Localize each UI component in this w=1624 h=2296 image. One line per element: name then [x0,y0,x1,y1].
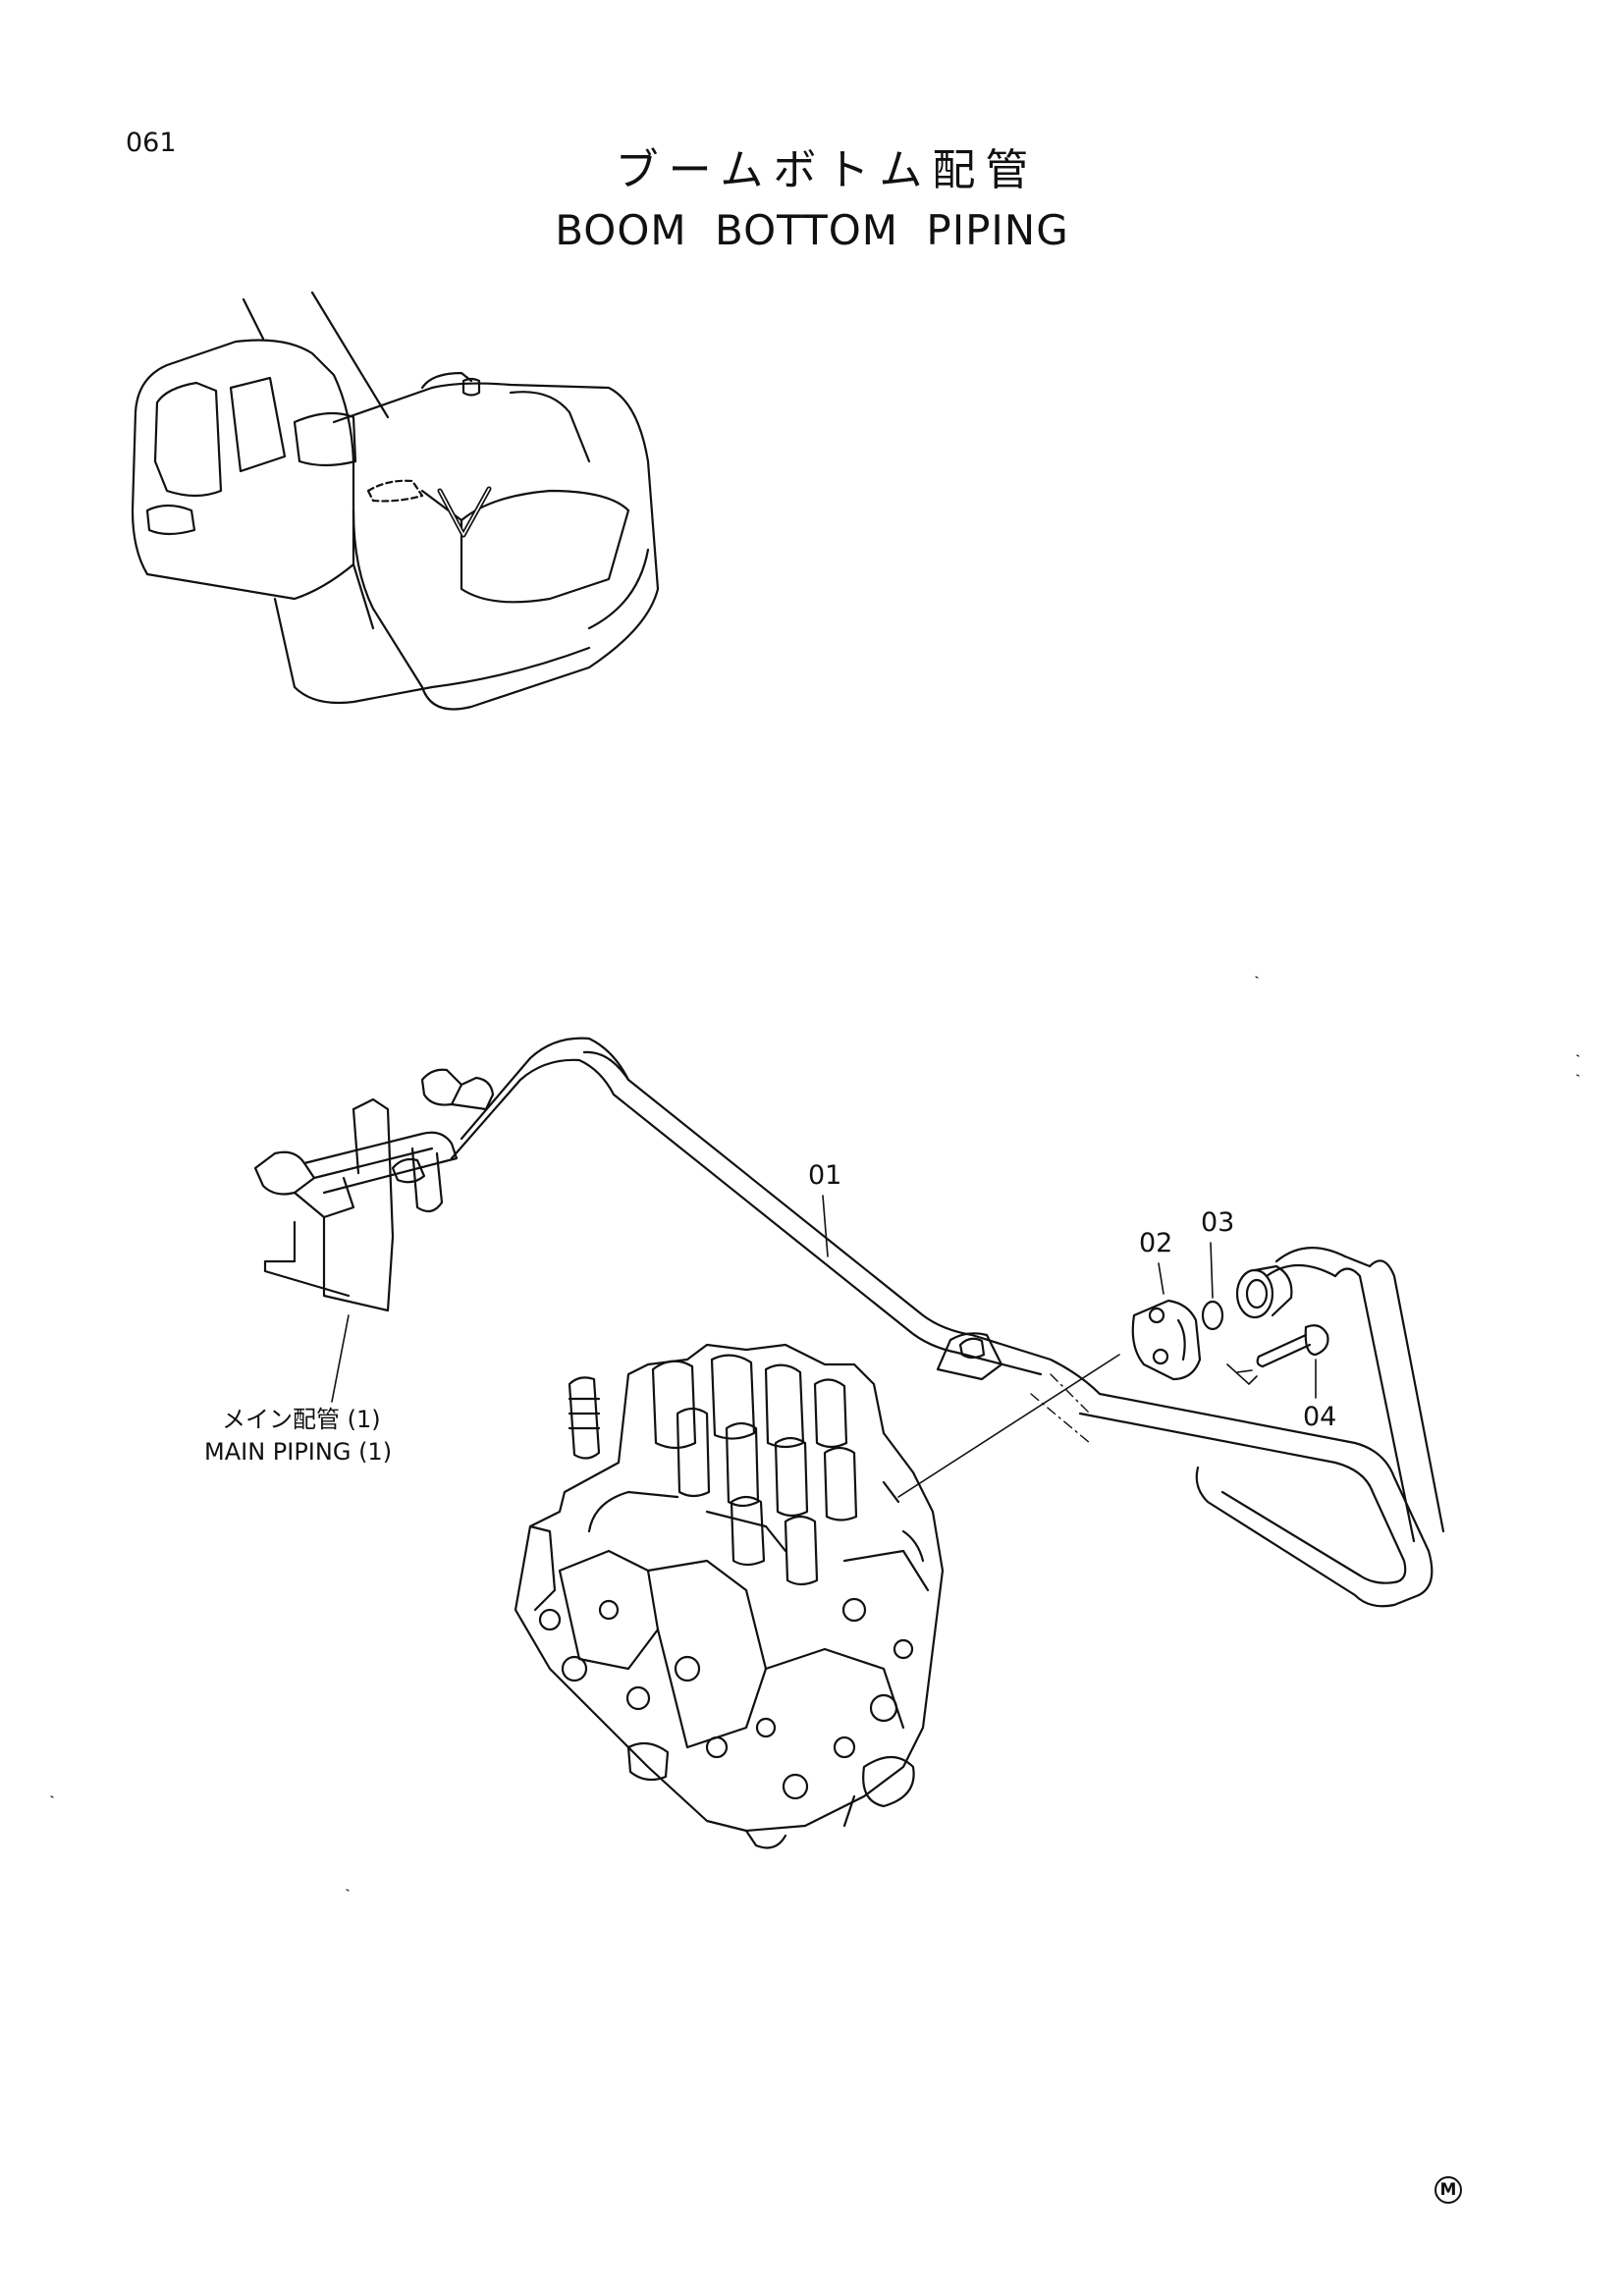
pipe-01-illustration [450,1037,1445,1608]
bolt-04-illustration [1256,1324,1329,1368]
page-title-english: BOOM BOTTOM PIPING [555,206,1069,254]
control-valve-illustration [514,1343,945,1849]
fitting-illustration [1235,1264,1293,1319]
main-piping-bracket-illustration [253,1068,495,1312]
callout-part-01: 01 [808,1160,842,1191]
excavator-upper-structure-illustration [131,291,660,711]
m-mark-symbol: M [1435,2176,1462,2204]
page-title-japanese: ブームボトム配管 [615,145,1039,195]
scan-specks [50,976,1580,1892]
flange-02-illustration [1131,1299,1202,1381]
main-piping-reference-japanese: メイン配管 (1) [222,1406,381,1433]
callout-part-02: 02 [1139,1228,1173,1258]
callout-part-03: 03 [1201,1207,1235,1238]
main-piping-reference-english: MAIN PIPING (1) [204,1438,393,1466]
page-number: 061 [126,128,177,158]
callout-part-04: 04 [1303,1402,1337,1432]
callout-leader-lines [331,1195,1317,1498]
o-ring-03-illustration [1201,1300,1224,1331]
